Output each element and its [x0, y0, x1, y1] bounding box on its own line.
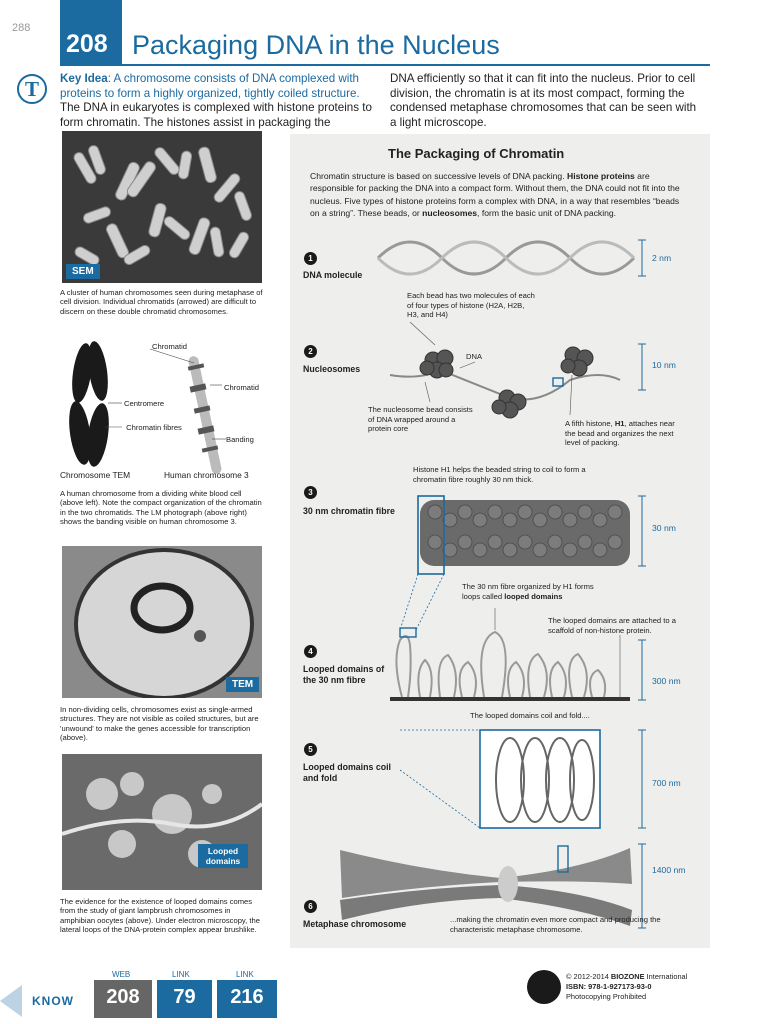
panel-description: Chromatin structure is based on successi… [310, 170, 680, 219]
label-banding: Banding [226, 435, 254, 444]
desc-part-2: are responsible for packing the DNA into… [310, 171, 680, 218]
step-4-circle: 4 [304, 645, 317, 658]
sem-caption: A cluster of human chromosomes seen duri… [60, 288, 263, 316]
label-chromatid-right: Chromatid [224, 383, 260, 392]
sem-tag: SEM [66, 264, 100, 279]
note-fibre-loops-bold: looped domains [504, 591, 563, 601]
looped-domains-tag: Looped domains [198, 844, 248, 868]
web-label: WEB [112, 970, 131, 979]
key-idea-label: Key Idea [60, 72, 108, 85]
photocopy: Photocopying Prohibited [566, 992, 647, 1001]
page-number: 288 [12, 22, 31, 34]
title-rule [60, 64, 710, 66]
copyright-post: International [644, 972, 688, 981]
chromosome-caption: A human chromosome from a dividing white… [60, 489, 262, 527]
step-1-label: DNA molecule [303, 270, 363, 280]
intro-left: Key Idea: A chromosome consists of DNA c… [60, 72, 372, 130]
step-6-circle: 6 [304, 900, 317, 913]
tem-tag: TEM [226, 677, 260, 692]
activity-number-box: 208 [60, 0, 122, 64]
note-nucleosome-bead: The nucleosome bead consists of DNA wrap… [368, 405, 473, 434]
step-4-label: Looped domains of the 30 nm fibre [303, 664, 385, 685]
intro-left-text: The DNA in eukaryotes is complexed with … [60, 101, 372, 129]
measure-700nm: 700 nm [652, 778, 681, 788]
lampbrush-caption: The evidence for the existence of looped… [60, 897, 260, 935]
note-h1-post: , attaches near the bead and organizes t… [565, 419, 675, 448]
biozone-logo-icon [527, 970, 561, 1004]
copyright-bold: BIOZONE [610, 972, 645, 981]
note-scaffold: The looped domains are attached to a sca… [548, 616, 676, 635]
panel-title: The Packaging of Chromatin [388, 146, 565, 161]
know-tab [0, 985, 95, 1017]
note-metaphase: ...making the chromatin even more compac… [450, 915, 661, 934]
desc-nucleosomes: nucleosomes [422, 207, 478, 218]
link2-button[interactable]: 216 [217, 980, 277, 1018]
note-dna: DNA [466, 352, 483, 361]
copyright-pre: © 2012-2014 [566, 972, 611, 981]
note-histone-h1: Histone H1 helps the beaded string to co… [413, 465, 586, 484]
note-fibre-loops-pre: The 30 nm fibre organized by H1 forms lo… [462, 582, 594, 601]
nucleus-caption: In non-dividing cells, chromosomes exist… [60, 705, 259, 743]
measure-10nm: 10 nm [652, 360, 676, 370]
note-fifth-histone: A fifth histone, H1, attaches near the b… [565, 419, 685, 448]
measure-1400nm: 1400 nm [652, 865, 686, 875]
step-1-circle: 1 [304, 252, 317, 265]
note-bead-molecules: Each bead has two molecules of each of f… [407, 291, 535, 320]
link1-label: LINK [172, 970, 190, 979]
step-5-label: Looped domains coil and fold [303, 762, 391, 783]
step-2-label: Nucleosomes [303, 364, 361, 374]
label-centromere: Centromere [124, 399, 165, 408]
tem-photo [62, 546, 262, 700]
measure-2nm: 2 nm [652, 253, 672, 263]
step-2-circle: 2 [304, 345, 317, 358]
step-5-circle: 5 [304, 743, 317, 756]
step-3-label: 30 nm chromatin fibre [303, 506, 395, 516]
key-idea-text: : A chromosome consists of DNA complexed… [60, 72, 360, 100]
t-icon: T [17, 74, 47, 104]
label-human-chromosome-3: Human chromosome 3 [164, 470, 249, 480]
link1-button[interactable]: 79 [157, 980, 212, 1018]
sem-photo [62, 131, 262, 283]
label-chromatid-top: Chromatid [152, 342, 188, 351]
desc-part-1: Chromatin structure is based on successi… [310, 171, 567, 181]
step-6-label: Metaphase chromosome [303, 919, 407, 929]
label-chromosome-tem: Chromosome TEM [60, 470, 131, 480]
chromosome-figure [60, 335, 270, 475]
note-h1-bold: H1 [614, 419, 625, 428]
link2-label: LINK [236, 970, 254, 979]
measure-30nm: 30 nm [652, 523, 676, 533]
label-chromatin-fibres: Chromatin fibres [126, 423, 182, 432]
desc-part-3: , form the basic unit of DNA packing. [477, 207, 617, 218]
step-3-circle: 3 [304, 486, 317, 499]
copyright: © 2012-2014 BIOZONE International ISBN: … [566, 972, 716, 1002]
activity-number: 208 [66, 30, 108, 58]
intro-right: DNA efficiently so that it can fit into … [390, 72, 697, 129]
know-label: KNOW [32, 994, 74, 1008]
page-title: Packaging DNA in the Nucleus [132, 30, 500, 60]
desc-histone-proteins: Histone proteins [566, 171, 635, 181]
note-fibre-loops: The 30 nm fibre organized by H1 forms lo… [462, 582, 612, 601]
note-h1-pre: A fifth histone, [565, 419, 615, 428]
lampbrush-photo [61, 754, 264, 890]
isbn: ISBN: 978-1-927173-93-0 [566, 982, 652, 991]
note-coil-fold: The looped domains coil and fold.... [470, 711, 590, 720]
measure-300nm: 300 nm [652, 676, 681, 686]
packaging-diagram [290, 230, 710, 948]
web-button[interactable]: 208 [94, 980, 152, 1018]
